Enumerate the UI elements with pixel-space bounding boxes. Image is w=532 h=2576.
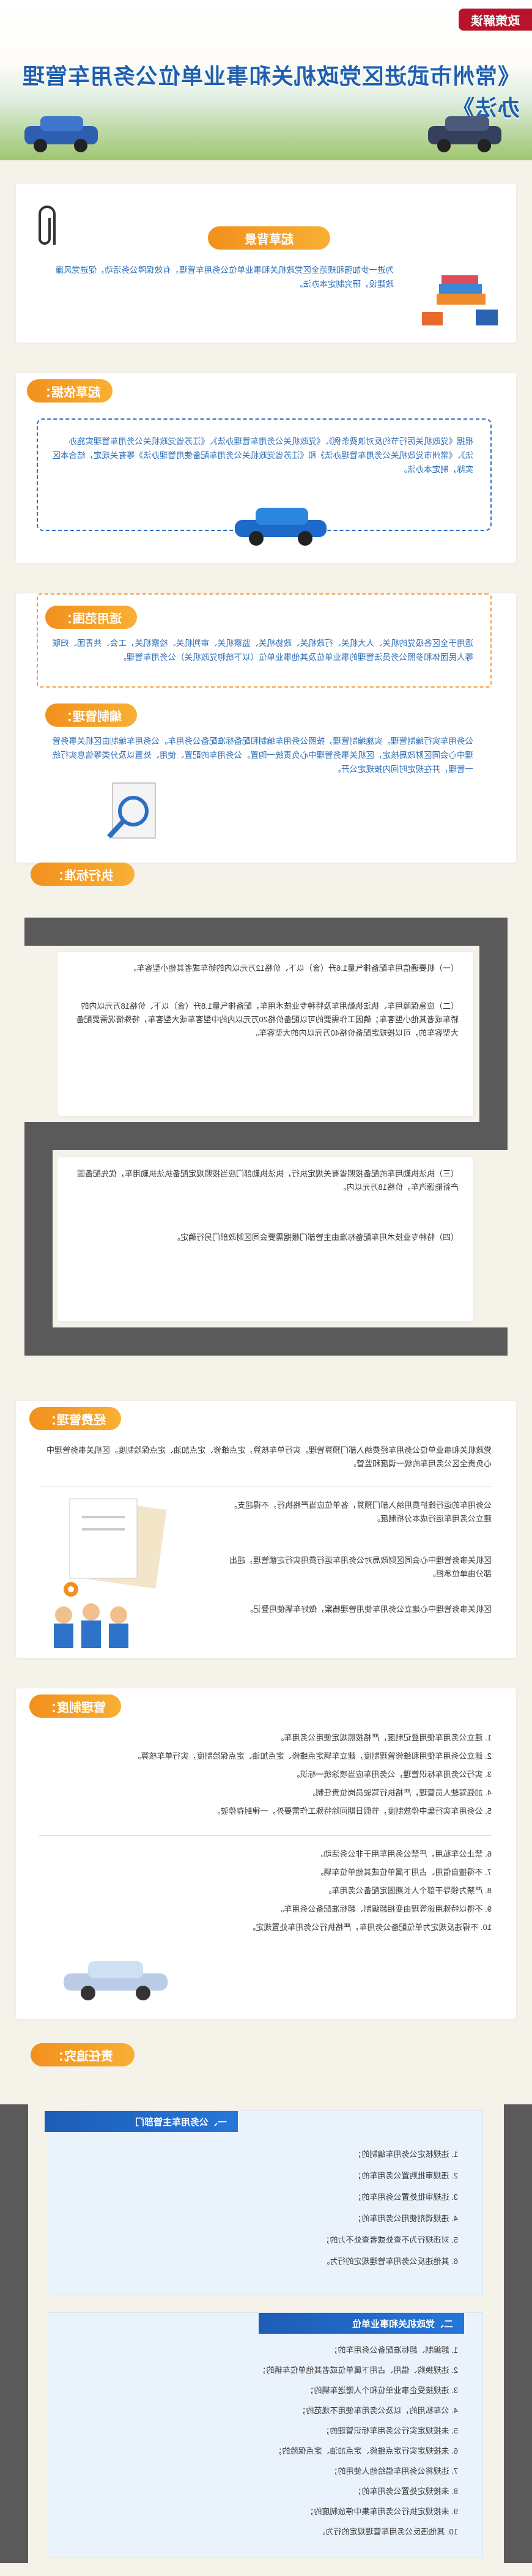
divider <box>39 1835 492 1836</box>
car-icon <box>235 508 327 546</box>
accountability-two-item-7: 7. 违规将公务用车借给他人使用的； <box>330 2467 458 2476</box>
basis-label: 起草依据： <box>27 379 113 403</box>
accountability-one-item-3: 3. 违规审批处置公务用车的； <box>353 2192 458 2202</box>
road-right <box>24 1122 53 1354</box>
management-item-2: 2. 建立公务用车使用和维修管理制度，建立车辆定点维修、定点加油、定点保险制度，… <box>133 1751 492 1761</box>
accountability-two-item-6: 6. 未按规定实行定点维修、定点加油、定点保险的； <box>274 2446 458 2455</box>
accountability-label: 责任追究： <box>31 2043 135 2066</box>
magnifier-icon <box>107 782 156 839</box>
basis-card: 起草依据： 根据《党政机关厉行节约反对浪费条例》、《党政机关公务用车管理办法》、… <box>16 373 516 563</box>
management-item-10: 10. 不得违反规定为单位配备公务用车，严格执行公务用车处置规定。 <box>248 1923 492 1932</box>
execution-item-4: （四）特种专业技术用车配备标准由主管部门根据需要会同区财政部门另行确定。 <box>172 1233 459 1242</box>
management-item-8: 8. 严禁为领导干部个人长期固定配备公务用车。 <box>323 1886 492 1895</box>
scope-text: 适用于全区各级党的机关、人大机关、行政机关、政协机关、监察机关、审判机关、检察机… <box>52 639 474 662</box>
accountability-two-item-10: 10. 其他违反公务用车管理规定的行为。 <box>317 2527 458 2536</box>
accountability-two-item-8: 8. 未按规定处置公务用车的； <box>353 2487 458 2496</box>
accountability-one-item-5: 5. 对违规行为不查处或者查处不力的； <box>322 2235 458 2244</box>
road-left-lower <box>504 2104 532 2563</box>
accountability-two-item-4: 4. 公车私用的，以及公务用车使用不规范的； <box>298 2406 458 2415</box>
accountability-one-item-2: 2. 违规审批购置公务用车的； <box>353 2171 458 2180</box>
road-right-lower <box>0 2104 28 2563</box>
management-item-9: 9. 不得以特殊用途等理由变相超编制、超标准配备公务用车。 <box>276 1904 492 1913</box>
gear-icon <box>64 1582 78 1597</box>
scope-label: 适用范围： <box>45 606 137 629</box>
definition-text: 公务用车实行编制管理。实施编制管理，按照公务用车编制和配备标准配备公务用车。公务… <box>52 737 474 774</box>
road-left <box>479 918 508 1150</box>
management-item-5: 5. 公务用车实行集中停放制度，节假日期间除特殊工作需要外，一律封存停驶。 <box>212 1806 492 1816</box>
funding-item-2: 公务用车的运行维护费用纳入部门预算，各单位应当严格执行，不得超支。建立公务用车运… <box>229 1501 492 1523</box>
definition-label: 编制管理： <box>45 703 137 727</box>
accountability-two-item-9: 9. 未按规定执行公务用车集中停放制度的； <box>306 2507 458 2516</box>
car-icon <box>24 116 98 152</box>
execution-item-1: （一）机要通信用车配备排气量1.6升（含）以下、价格12万元以内的轿车或者其他小… <box>128 963 459 973</box>
execution-item-2: （二）应急保障用车、执法执勤用车及特种专业技术用车，配备排气量1.8升（含）以下… <box>76 1001 459 1037</box>
management-card: 管理制度： 1. 建立公务用车使用登记制度，严格按照规定使用公务用车。 2. 建… <box>16 1688 516 2019</box>
management-item-7: 7. 不得擅自借用、占用下属单位或其他单位车辆。 <box>316 1868 492 1877</box>
car-icon <box>64 1961 168 2000</box>
accountability-one-item-6: 6. 其他违反公务用车管理规定的行为。 <box>322 2257 458 2266</box>
scope-card: 适用范围： 适用于全区各级党的机关、人大机关、行政机关、政协机关、监察机关、审判… <box>16 593 516 863</box>
management-label: 管理制度： <box>29 1694 121 1718</box>
accountability-two-item-5: 5. 未按规定实行公务用车标识管理的； <box>322 2426 458 2435</box>
accountability-panel-two-title: 二、党政机关和事业单位 <box>259 2313 464 2334</box>
management-item-6: 6. 禁止公车私用，严禁公务用车用于非公务活动。 <box>316 1849 492 1858</box>
car-icon <box>428 116 501 152</box>
documents-icon <box>69 1498 167 1589</box>
accountability-two-item-2: 2. 违规换购、借用、占用下属单位或者其他单位车辆的； <box>258 2366 458 2375</box>
background-label: 起草背景 <box>208 226 330 250</box>
management-item-1: 1. 建立公务用车使用登记制度，严格按照规定使用公务用车。 <box>276 1733 492 1742</box>
road-bottom <box>24 1327 508 1356</box>
accountability-two-item-1: 1. 超编制、超标准配备公务用车的； <box>330 2345 458 2355</box>
accountability-panel-one-title: 一、公务用车主管部门 <box>45 2111 238 2132</box>
execution-label: 执行标准： <box>31 863 135 886</box>
accountability-panel-one: 一、公务用车主管部门 1. 违规核定公务用车编制的； 2. 违规审批购置公务用车… <box>45 2110 483 2295</box>
road-middle <box>24 1122 508 1150</box>
hero-banner: 政策解读 《常州市武进区党政机关和事业单位公务用车管理办法》 <box>0 0 532 160</box>
books-icon <box>422 275 498 325</box>
execution-card-two: （三）执法执勤用车的配备按照省有关规定执行，执法执勤部门应当按照规定配备执法执勤… <box>57 1157 473 1321</box>
people-icon <box>54 1603 128 1648</box>
funding-item-4: 区机关事务管理中心建立公务用车使用管理档案，做好车辆使用登记。 <box>245 1605 492 1614</box>
funding-item-3: 区机关事务管理中心会同区财政局对公务用车运行费用实行定额管理，超出部分由单位承担… <box>229 1556 492 1578</box>
funding-card: 经费管理： 党政机关和事业单位公务用车经费纳入部门预算管理。实行单车核算，定点维… <box>16 1401 516 1658</box>
execution-item-3: （三）执法执勤用车的配备按照省有关规定执行，执法执勤部门应当按照规定配备执法执勤… <box>76 1169 459 1192</box>
paperclip-icon <box>39 206 56 245</box>
accountability-one-item-1: 1. 违规核定公务用车编制的； <box>353 2150 458 2159</box>
execution-card-one: （一）机要通信用车配备排气量1.6升（含）以下、价格12万元以内的轿车或者其他小… <box>57 952 473 1116</box>
management-item-3: 3. 实行公务用车标识管理，公务用车应当喷涂统一标识。 <box>292 1770 492 1779</box>
policy-badge: 政策解读 <box>459 9 532 31</box>
background-text: 为进一步加强和规范全区党政机关和事业单位公务用车管理，有效保障公务活动，促进党风… <box>55 265 394 289</box>
background-card: 起草背景 为进一步加强和规范全区党政机关和事业单位公务用车管理，有效保障公务活动… <box>16 184 516 343</box>
accountability-one-item-4: 4. 违规调剂使用公务用车的； <box>353 2214 458 2223</box>
funding-label: 经费管理： <box>29 1407 121 1430</box>
accountability-panel-two: 二、党政机关和事业单位 1. 超编制、超标准配备公务用车的； 2. 违规换购、借… <box>48 2312 483 2558</box>
accountability-two-item-3: 3. 违规接受企事业单位和个人赠送车辆的； <box>306 2386 458 2395</box>
funding-item-1: 党政机关和事业单位公务用车经费纳入部门预算管理。实行单车核算，定点维修、定点加油… <box>46 1446 492 1468</box>
management-item-4: 4. 加强驾驶人员管理，严格执行驾驶员岗位责任制。 <box>308 1788 492 1797</box>
basis-text: 根据《党政机关厉行节约反对浪费条例》、《党政机关公务用车管理办法》、《江苏省党政… <box>52 437 474 474</box>
road-top <box>24 918 508 946</box>
